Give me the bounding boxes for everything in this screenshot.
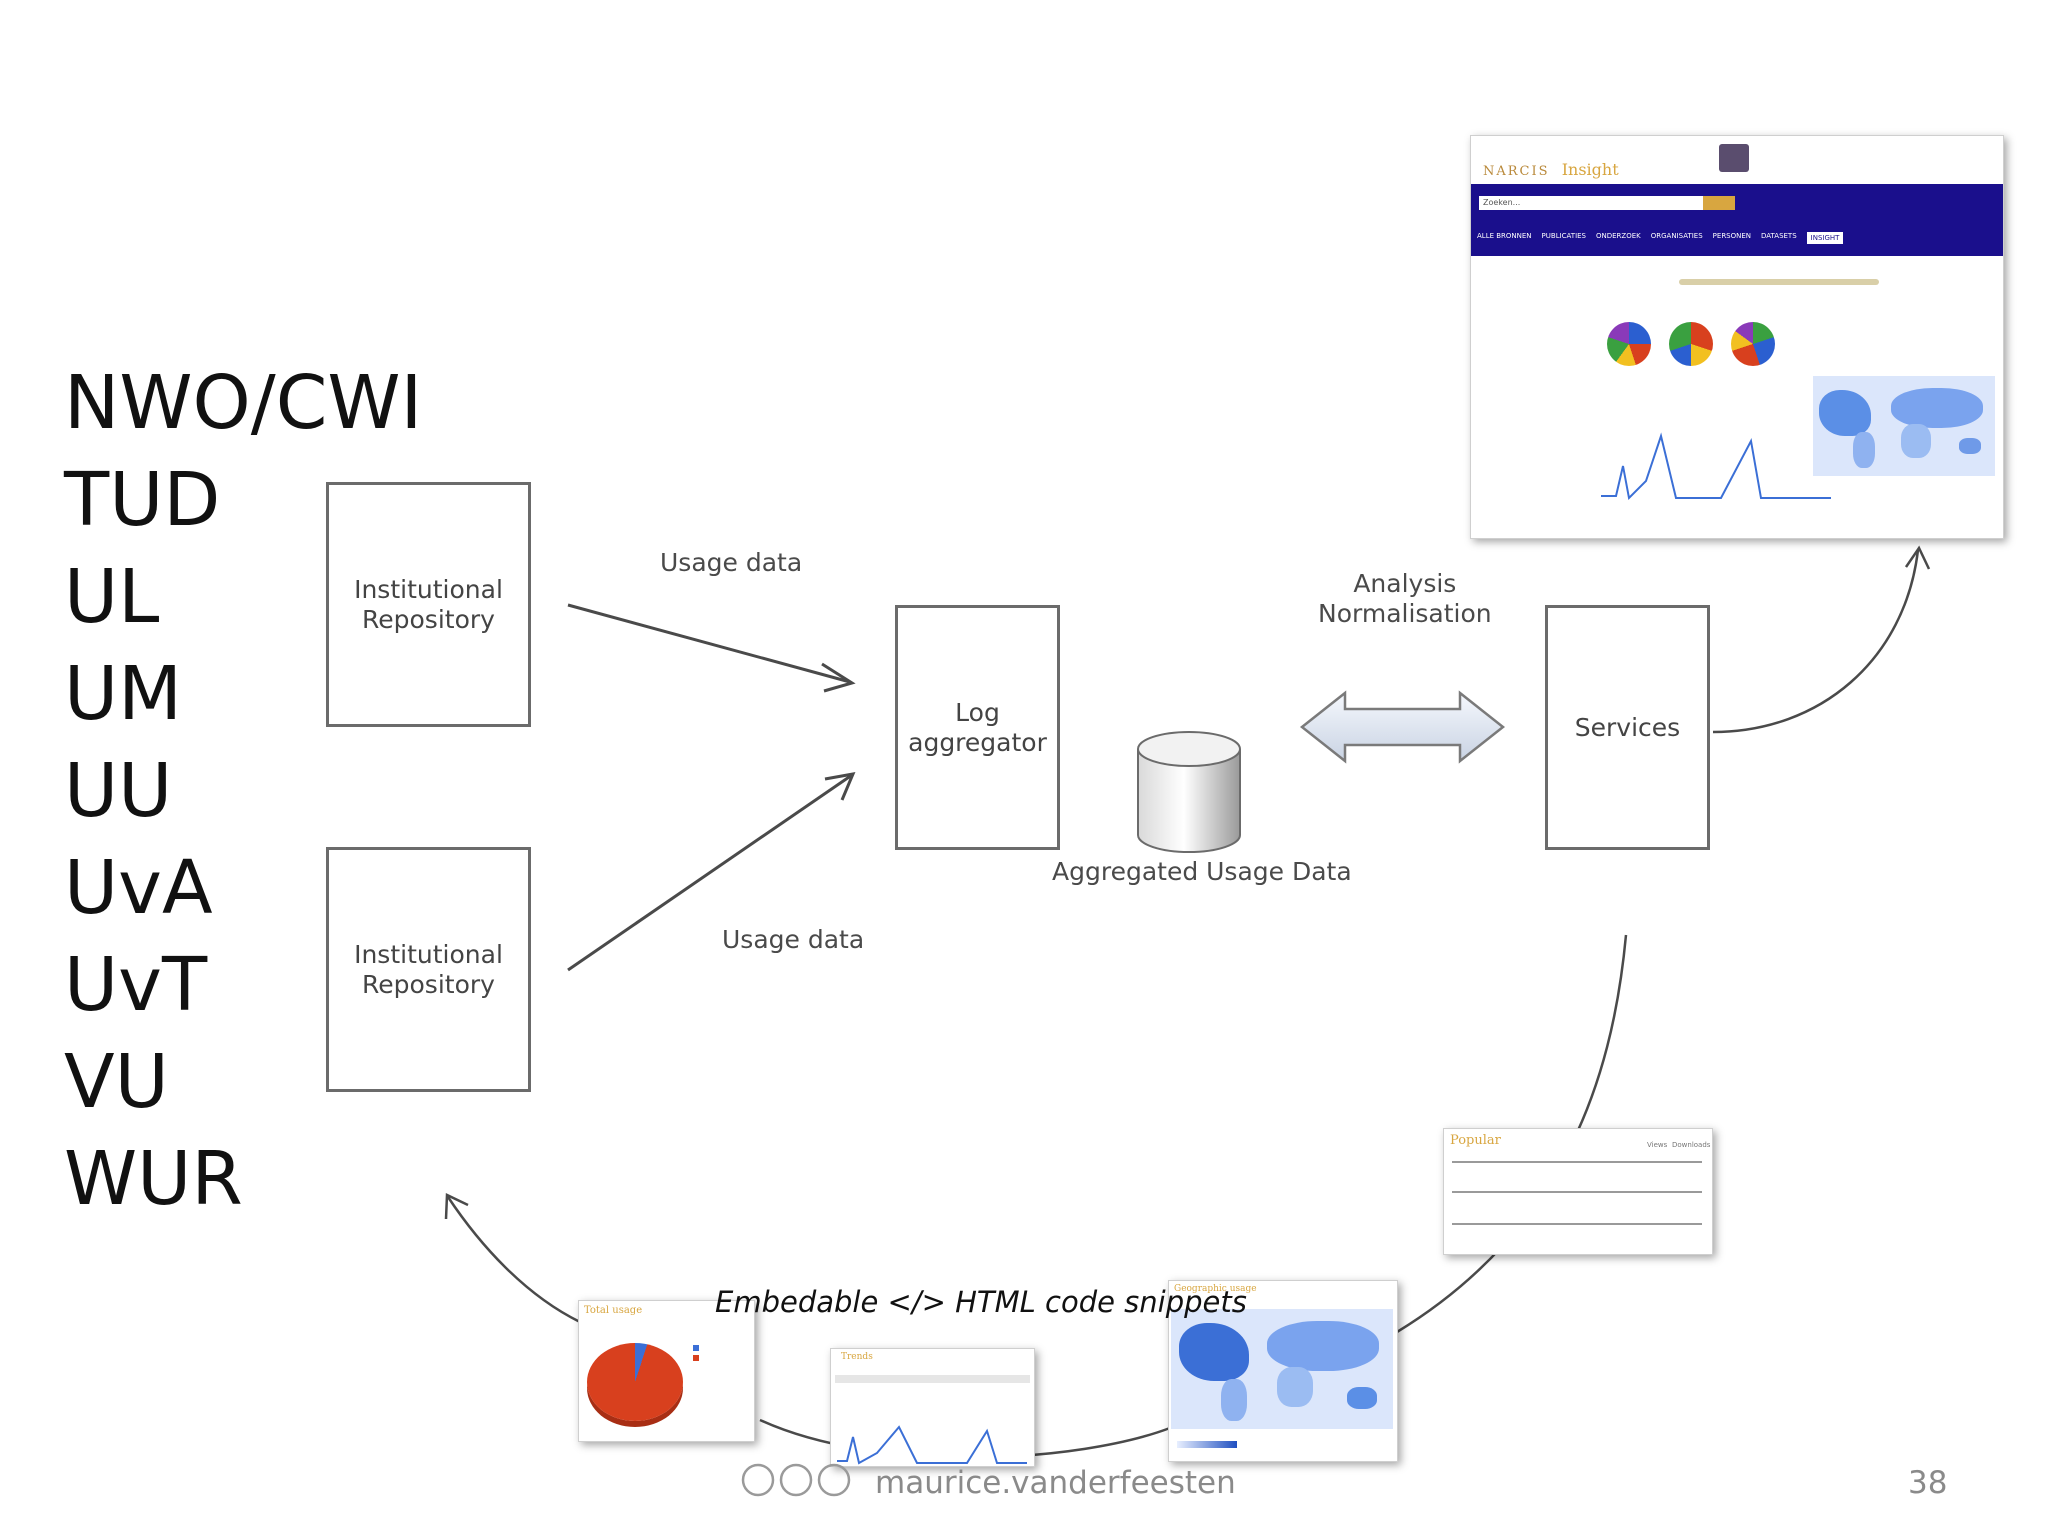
institution-item: UvA	[64, 845, 213, 931]
trends-snippet: Trends	[830, 1348, 1035, 1467]
institution-item: TUD	[64, 457, 221, 543]
pie-chart-icon	[1607, 322, 1651, 366]
world-map-icon	[1813, 376, 1995, 476]
aggregated-usage-data-label: Aggregated Usage Data	[1052, 857, 1352, 886]
institution-item: UM	[64, 651, 183, 737]
institution-item: UvT	[64, 942, 208, 1028]
tab-organisaties[interactable]: ORGANISATIES	[1650, 232, 1703, 240]
arrowhead-insight	[1904, 545, 1931, 570]
institution-item: UL	[64, 554, 160, 640]
brand-accent: Insight	[1561, 160, 1619, 179]
trend-line-icon	[837, 1425, 1027, 1465]
views-column: Views	[1647, 1141, 1668, 1149]
arrow-services-to-insight	[1712, 549, 1920, 734]
arrowhead-bottom	[824, 772, 856, 801]
double-arrow-icon	[1299, 690, 1506, 764]
institution-item: VU	[64, 1039, 169, 1125]
usage-data-label-bottom: Usage data	[722, 925, 865, 954]
building-icon	[1719, 144, 1749, 172]
nav-bar: Zoeken... ALLE BRONNEN PUBLICATIES ONDER…	[1471, 184, 2003, 256]
narcis-insight-screenshot: NARCIS Insight Zoeken... ALLE BRONNEN PU…	[1470, 135, 2004, 539]
tab-publicaties[interactable]: PUBLICATIES	[1541, 232, 1586, 240]
search-input[interactable]: Zoeken...	[1479, 196, 1703, 210]
usage-data-label-top: Usage data	[660, 548, 803, 577]
tab-onderzoek[interactable]: ONDERZOEK	[1596, 232, 1641, 240]
tab-datasets[interactable]: DATASETS	[1761, 232, 1797, 240]
pie-chart-icon	[587, 1343, 683, 1421]
page-number: 38	[1908, 1465, 1948, 1501]
analysis-normalisation-label: Analysis Normalisation	[1318, 569, 1492, 628]
popular-row-line	[1452, 1161, 1702, 1163]
popular-snippet: Popular Views Downloads	[1443, 1128, 1713, 1255]
trends-toolbar	[835, 1375, 1030, 1383]
database-icon	[1137, 731, 1241, 853]
map-scale-bar	[1177, 1441, 1237, 1448]
arrow-top-repo-to-aggregator	[567, 603, 851, 684]
popular-title: Popular	[1450, 1133, 1501, 1148]
tab-personen[interactable]: PERSONEN	[1712, 232, 1752, 240]
legend-swatch-red	[693, 1355, 699, 1361]
tab-insight[interactable]: INSIGHT	[1806, 232, 1844, 244]
footer-author: maurice.vanderfeesten	[875, 1465, 1236, 1501]
arrowhead-return	[444, 1193, 469, 1220]
institution-list: NWO/CWI TUD UL UM UU UvA UvT VU WUR	[64, 355, 422, 1228]
embed-snippets-caption: Embedable </> HTML code snippets	[715, 1285, 1247, 1319]
institution-item: UU	[64, 748, 173, 834]
time-slider[interactable]	[1679, 279, 1879, 285]
arrow-bottom-repo-to-aggregator	[567, 773, 853, 972]
geographic-usage-title: Geographic usage	[1174, 1284, 1257, 1294]
legend-swatch-blue	[693, 1345, 699, 1351]
pie-chart-icon	[1731, 322, 1775, 366]
total-usage-title: Total usage	[584, 1305, 643, 1316]
institution-item: WUR	[64, 1136, 243, 1222]
downloads-column: Downloads	[1672, 1141, 1711, 1149]
institutional-repository-box-top: Institutional Repository	[326, 482, 531, 727]
popular-row-line	[1452, 1223, 1702, 1225]
trend-line-icon	[1601, 432, 1831, 501]
arrowhead-top	[821, 662, 856, 693]
institutional-repository-box-bottom: Institutional Repository	[326, 847, 531, 1092]
tab-alle-bronnen[interactable]: ALLE BRONNEN	[1477, 232, 1532, 240]
services-box: Services	[1545, 605, 1710, 850]
return-curve-left	[446, 1196, 581, 1324]
geographic-usage-snippet: Geographic usage	[1168, 1280, 1398, 1462]
total-usage-snippet: Total usage	[578, 1300, 755, 1442]
search-button[interactable]	[1703, 196, 1735, 210]
institution-item: NWO/CWI	[64, 360, 423, 446]
brand-name: NARCIS	[1483, 164, 1550, 179]
trends-title: Trends	[841, 1352, 873, 1362]
pie-chart-icon	[1669, 322, 1713, 366]
popular-row-line	[1452, 1191, 1702, 1193]
world-map-icon	[1171, 1309, 1393, 1429]
creative-commons-icon	[741, 1463, 851, 1497]
log-aggregator-box: Log aggregator	[895, 605, 1060, 850]
